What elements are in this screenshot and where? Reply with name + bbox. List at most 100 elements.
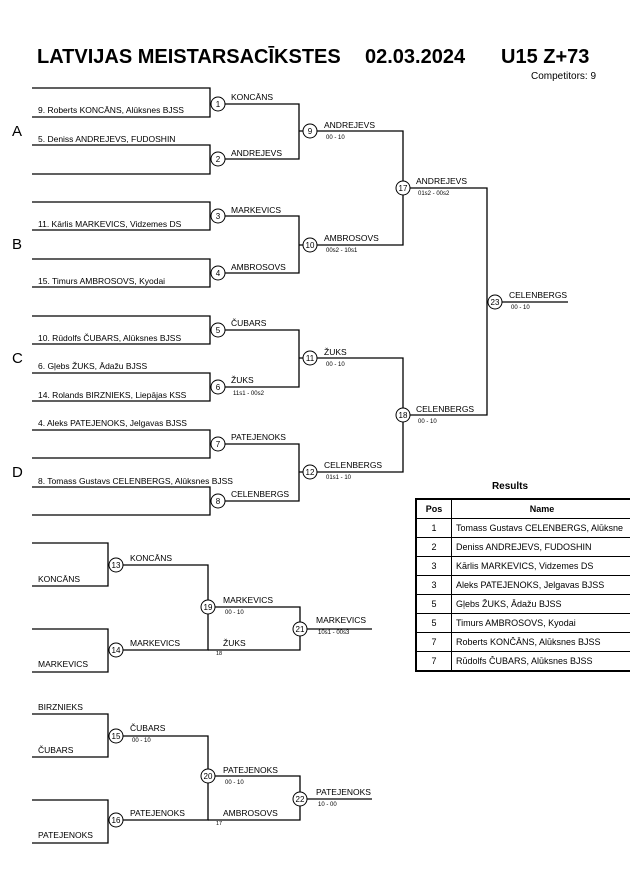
entry-names: 9. Roberts KONCĀNS, Alūksnes BJSS 5. Den… [38,105,233,486]
weight-category: U15 Z+73 [501,46,590,68]
pool-label: C [12,350,23,367]
svg-text:7: 7 [216,440,221,449]
result-position: 7 [417,652,452,670]
svg-text:5: 5 [216,326,221,335]
result-name: Kārlis MARKEVICS, Vidzemes DS [456,561,594,571]
result-position: 7 [417,633,452,651]
result-name: Gļebs ŽUKS, Ādažu BJSS [456,599,562,609]
results-row: 3 Aleks PATEJENOKS, Jelgavas BJSS [417,576,630,595]
match-circle: 13 [108,557,124,573]
match-winner: AMBROSOVS [231,262,286,272]
match-winner: AMBROSOVS [324,233,379,243]
source-match-note: 17 [216,821,222,827]
match-winner: ŽUKS [231,375,254,385]
match-winner: KONCĀNS [130,553,172,563]
repechage-entry: MARKEVICS [38,659,88,669]
result-position: 3 [417,576,452,594]
match-circle: 11 [302,350,318,366]
results-row: 5 Gļebs ŽUKS, Ādažu BJSS [417,595,630,614]
svg-text:3: 3 [216,212,221,221]
match-winner: PATEJENOKS [231,432,286,442]
svg-text:12: 12 [306,468,315,477]
result-name: Roberts KONČĀNS, Alūksnes BJSS [456,637,601,647]
result-position: 3 [417,557,452,575]
svg-text:18: 18 [399,411,408,420]
match-circle: 8 [210,493,226,509]
match-score: 00 - 10 [132,738,151,744]
result-name: Timurs AMBROSOVS, Kyodai [456,618,576,628]
match-score: 00 - 10 [326,362,345,368]
repechage-entry: BIRZNIEKS [38,702,83,712]
svg-text:9: 9 [308,127,313,136]
svg-text:21: 21 [296,625,305,634]
match-winner: KONCĀNS [231,92,273,102]
match-circle: 12 [302,464,318,480]
repechage-entry: ČUBARS [38,745,74,755]
results-col-name: Name [529,504,555,514]
svg-text:10: 10 [306,241,315,250]
match-winner: PATEJENOKS [316,787,371,797]
bracket-lines [32,87,568,844]
match-circle: 3 [210,208,226,224]
competitor-entry: 4. Aleks PATEJENOKS, Jelgavas BJSS [38,418,187,428]
match-circle: 9 [302,123,318,139]
match-circle: 5 [210,322,226,338]
results-table: Pos Name 1 Tomass Gustavs CELENBERGS, Al… [415,498,630,672]
competitor-entry: 14. Rolands BIRZNIEKS, Liepājas KSS [38,390,187,400]
repechage-names: KONCĀNS MARKEVICS ŽUKS BIRZNIEKS ČUBARS … [38,574,278,840]
results-header-row: Pos Name [417,500,630,519]
repechage-entry: PATEJENOKS [38,830,93,840]
pool-label: B [12,236,22,253]
source-match-note: 18 [216,651,222,657]
competitor-entry: 6. Gļebs ŽUKS, Ādažu BJSS [38,361,147,371]
match-circle: 15 [108,728,124,744]
results-row: 1 Tomass Gustavs CELENBERGS, Alūksne [417,519,630,538]
result-position: 5 [417,595,452,613]
match-score: 01s2 - 00s2 [418,191,450,197]
pool-letters: A B C D [12,123,23,481]
results-title: Results [491,481,529,492]
match-circle: 22 [292,791,308,807]
result-position: 2 [417,538,452,556]
results-row: 7 Rūdolfs ČUBARS, Alūksnes BJSS [417,652,630,670]
svg-text:6: 6 [216,383,221,392]
event-date: 02.03.2024 [365,46,466,68]
svg-text:1: 1 [216,100,221,109]
competitors-count: Competitors: 9 [531,71,597,82]
match-winner: MARKEVICS [223,595,273,605]
match-score: 01s1 - 10 [326,475,352,481]
match-score: 00s2 - 10s1 [326,248,358,254]
result-name: Tomass Gustavs CELENBERGS, Alūksne [456,523,624,533]
event-title: LATVIJAS MEISTARSACĪKSTES [37,46,341,68]
match-winner: MARKEVICS [316,615,366,625]
match-circle: 17 [395,180,411,196]
match-winner: CELENBERGS [509,290,567,300]
match-circle: 2 [210,151,226,167]
svg-text:13: 13 [112,561,121,570]
results-row: 7 Roberts KONČĀNS, Alūksnes BJSS [417,633,630,652]
result-name: Rūdolfs ČUBARS, Alūksnes BJSS [456,656,593,666]
results-row: 3 Kārlis MARKEVICS, Vidzemes DS [417,557,630,576]
match-circle: 7 [210,436,226,452]
match-score: 00 - 10 [225,610,244,616]
match-score: 00 - 10 [225,780,244,786]
match-winner: ŽUKS [324,347,347,357]
svg-text:17: 17 [399,184,408,193]
svg-text:8: 8 [216,497,221,506]
match-winner: PATEJENOKS [223,765,278,775]
match-score: 11s1 - 00s2 [233,391,265,397]
match-winner: CELENBERGS [231,489,289,499]
result-position: 5 [417,614,452,632]
svg-text:16: 16 [112,816,121,825]
results-row: 2 Deniss ANDREJEVS, FUDOSHIN [417,538,630,557]
svg-text:14: 14 [112,646,121,655]
match-winner: ANDREJEVS [324,120,375,130]
match-score: 10 - 00 [318,802,337,808]
result-position: 1 [417,519,452,537]
match-score: 00 - 10 [511,305,530,311]
match-winner: ANDREJEVS [231,148,282,158]
svg-text:19: 19 [204,603,213,612]
match-winner: PATEJENOKS [130,808,185,818]
competitor-entry: 10. Rūdolfs ČUBARS, Alūksnes BJSS [38,333,181,343]
